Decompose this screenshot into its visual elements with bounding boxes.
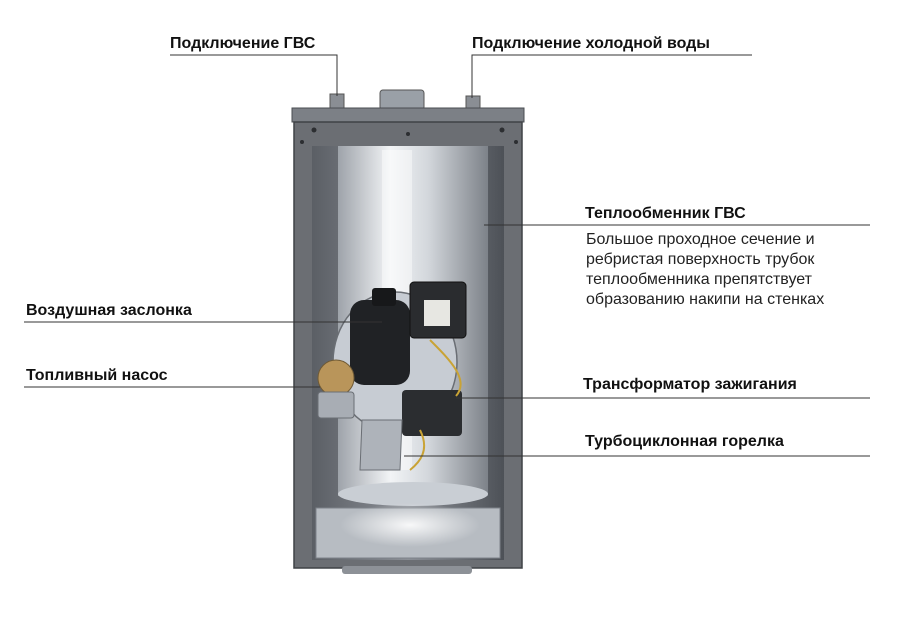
boiler-lid (291, 107, 525, 123)
screw-icon (311, 127, 317, 133)
label-fuel-pump: Топливный насос (26, 367, 168, 384)
label-air-damper: Воздушная заслонка (26, 302, 192, 319)
screw-icon (514, 140, 518, 144)
fuel-pump-base (317, 391, 355, 419)
leader-line-dhw (170, 54, 338, 96)
control-box-sticker (424, 300, 450, 326)
label-dhw-connection: Подключение ГВС (170, 35, 316, 52)
description-line: теплообменника препятствует (586, 271, 812, 288)
label-turbocyclone-burner: Турбоциклонная горелка (585, 433, 784, 450)
label-cold-water-connection: Подключение холодной воды (472, 35, 710, 52)
leader-line-cold-water (471, 54, 752, 98)
burner-tube (359, 419, 403, 471)
label-ignition-transformer: Трансформатор зажигания (583, 376, 797, 393)
label-heat-exchanger: Теплообменник ГВС (585, 205, 746, 222)
air-damper-knob (372, 288, 396, 306)
fuel-pump-body (317, 359, 355, 397)
wires (409, 339, 462, 471)
screw-icon (300, 140, 304, 144)
screw-icon (499, 127, 505, 133)
flue-pipe (379, 89, 425, 111)
light-glow (340, 503, 480, 547)
description-line: образованию накипи на стенках (586, 291, 825, 308)
burner-fan-body (350, 300, 410, 385)
bottom-foot (342, 566, 472, 574)
heat-exchanger-description: Большое проходное сечение и ребристая по… (586, 230, 824, 310)
screw-icon (406, 132, 410, 136)
description-line: Большое проходное сечение и (586, 231, 815, 248)
ignition-transformer-body (402, 390, 462, 436)
cylinder-bottom (338, 482, 488, 506)
description-line: ребристая поверхность трубок (586, 251, 815, 268)
